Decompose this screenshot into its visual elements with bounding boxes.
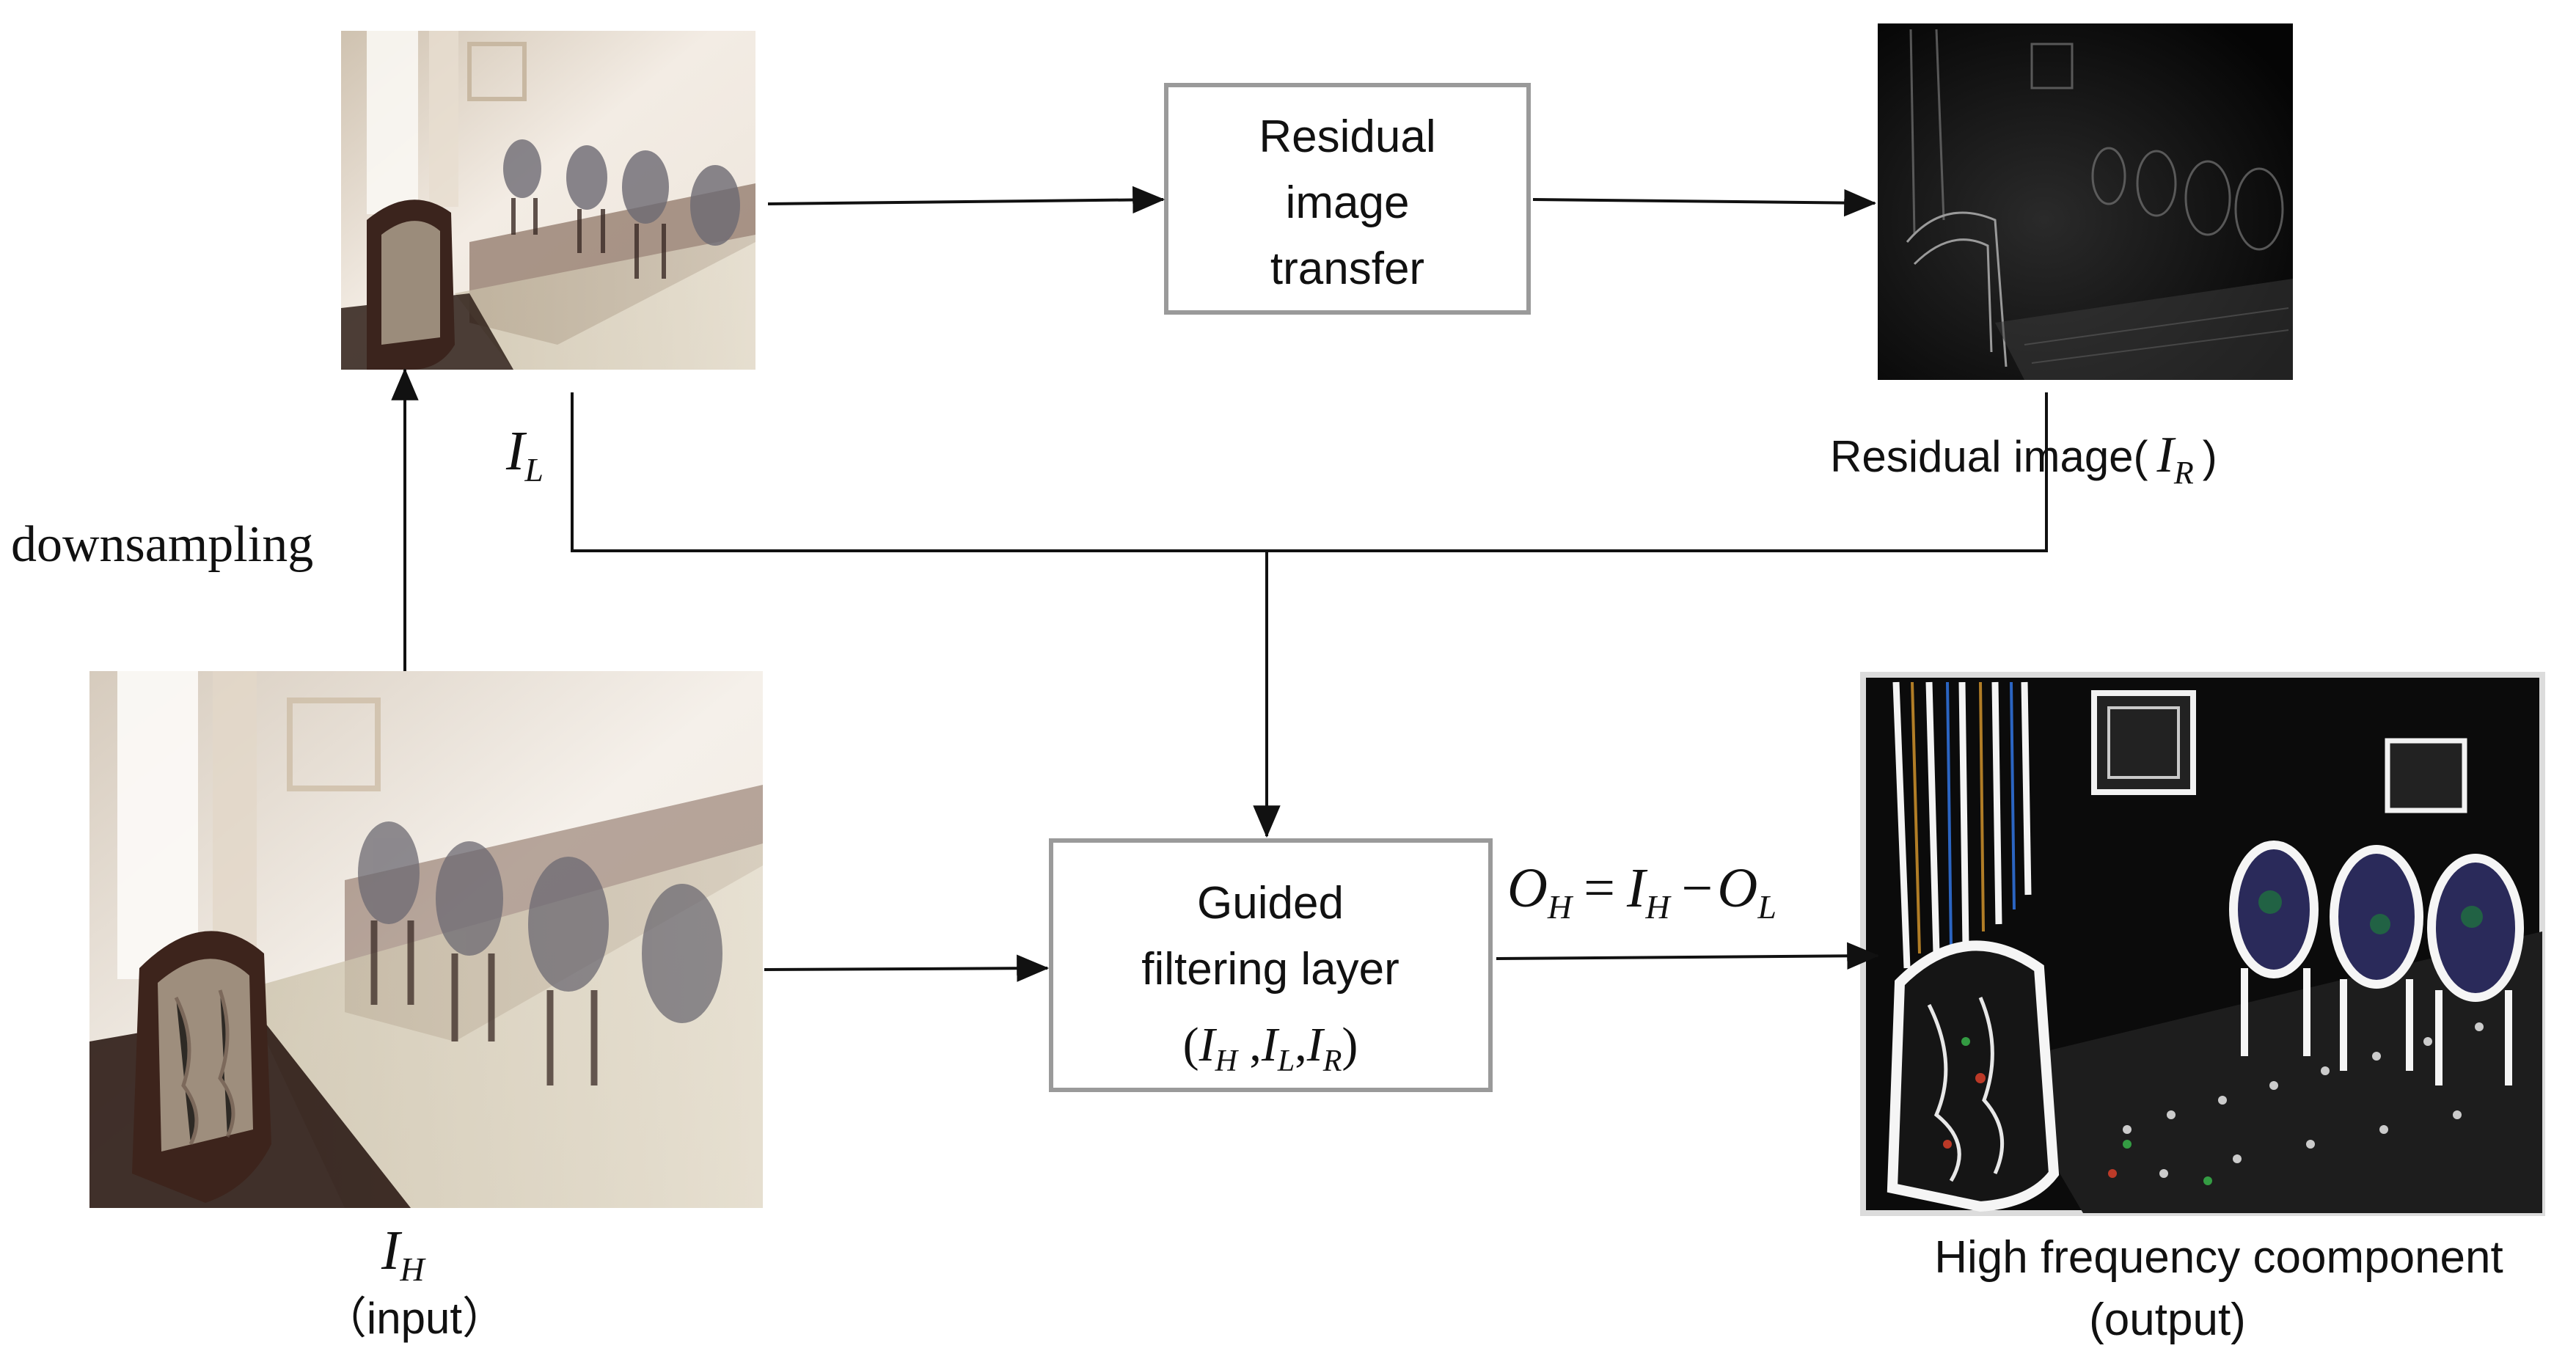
output-label-line-1: High frequency coomponent	[1934, 1232, 2503, 1283]
equation-label: OH=IH−OL	[1507, 857, 1777, 926]
guided-filtering-line-2: filtering layer	[1141, 944, 1399, 995]
residual-transfer-line-2: image	[1286, 177, 1410, 228]
residual-transfer-line-1: Residual	[1259, 111, 1435, 162]
output-label-line-2: (output)	[2089, 1295, 2246, 1345]
hazy-low-res-image	[341, 31, 755, 370]
arrow-to-residual-image	[1532, 188, 1877, 217]
arrow-to-residual-transfer	[767, 186, 1166, 214]
guided-filtering-line-1: Guided	[1197, 878, 1344, 929]
merge-bracket	[571, 392, 2048, 552]
arrow-to-output	[1496, 942, 1880, 970]
guided-filtering-box: Guided filtering layer (IH ,IL,IR)	[1049, 838, 1493, 1092]
downsampling-label: downsampling	[11, 516, 313, 573]
i-l-label: IL	[505, 420, 544, 488]
connectors	[391, 186, 2048, 982]
arrow-input-to-guided-filter	[764, 954, 1050, 982]
residual-transfer-line-3: transfer	[1270, 244, 1424, 294]
input-label: （input）	[323, 1294, 506, 1343]
high-frequency-image	[1860, 672, 2545, 1216]
residual-image	[1878, 23, 2293, 380]
i-h-label: IH	[381, 1220, 426, 1288]
residual-transfer-box: Residual image transfer	[1164, 83, 1531, 315]
residual-image-label: Residual image(IR)	[1830, 427, 2217, 491]
hazy-input-image	[89, 671, 763, 1208]
